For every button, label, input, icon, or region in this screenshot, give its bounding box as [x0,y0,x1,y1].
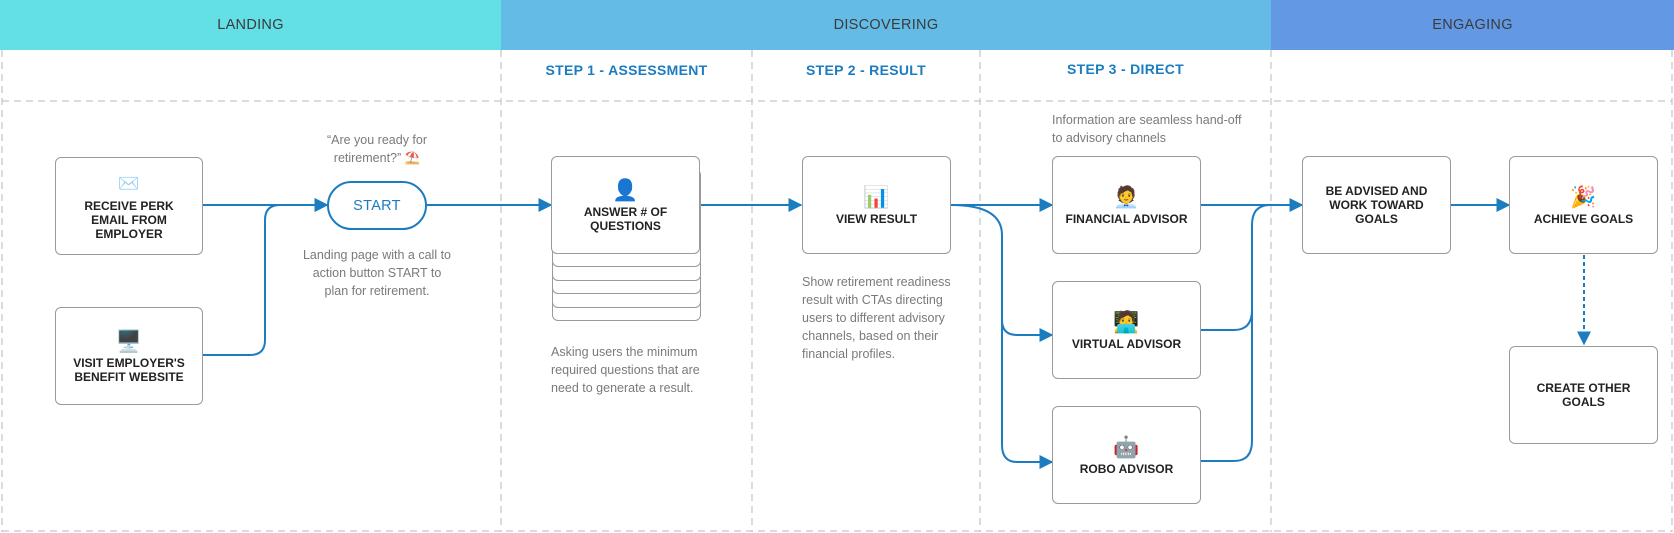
node-label: VISIT EMPLOYER'S BENEFIT WEBSITE [73,355,185,384]
node-label: ROBO ADVISOR [1079,461,1174,476]
node-label: BE ADVISED AND WORK TOWARD GOALS [1325,184,1428,226]
node-label: ANSWER # OF QUESTIONS [583,204,668,233]
flow-arrows [203,198,1591,469]
band-discovering: DISCOVERING [501,0,1271,50]
node-answer-questions[interactable]: 👤 ANSWER # OF QUESTIONS [551,156,700,254]
node-visit-benefit-website[interactable]: 🖥️ VISIT EMPLOYER'S BENEFIT WEBSITE [55,307,203,405]
note-assessment: Asking users the minimum required questi… [551,345,700,395]
arrow-robo-to-advised [1201,300,1253,462]
note-handoff: Information are seamless hand-off to adv… [1052,113,1242,145]
node-view-result[interactable]: 📊 VIEW RESULT [802,156,951,254]
node-label: ACHIEVE GOALS [1533,211,1634,226]
party-popper-icon: 🎉 [1570,184,1597,209]
node-receive-perk-email[interactable]: ✉️ RECEIVE PERK EMAIL FROM EMPLOYER [55,157,203,255]
technologist-icon: 🧑‍💻 [1113,309,1140,334]
node-achieve-goals[interactable]: 🎉 ACHIEVE GOALS [1509,156,1658,254]
node-label: VIRTUAL ADVISOR [1071,336,1182,351]
office-worker-icon: 🧑‍💼 [1113,184,1140,209]
arrow-result-to-virtual [950,204,1054,342]
band-engaging: ENGAGING [1271,0,1674,50]
node-be-advised[interactable]: BE ADVISED AND WORK TOWARD GOALS [1302,156,1451,254]
node-robo-advisor[interactable]: 🤖 ROBO ADVISOR [1052,406,1201,504]
note-start-question: “Are you ready for retirement?” ⛱️ [326,133,428,165]
bar-chart-icon: 📊 [863,184,890,209]
arrow-website-to-start [203,198,329,356]
node-label: CREATE OTHER GOALS [1536,381,1631,409]
step3-heading: STEP 3 - DIRECT [1066,61,1185,77]
person-icon: 👤 [612,177,639,202]
node-label: RECEIVE PERK EMAIL FROM EMPLOYER [84,198,174,241]
robot-icon: 🤖 [1113,434,1140,459]
node-financial-advisor[interactable]: 🧑‍💼 FINANCIAL ADVISOR [1052,156,1201,254]
step2-heading: STEP 2 - RESULT [806,62,926,78]
envelope-icon: ✉️ [118,173,140,194]
node-label: VIEW RESULT [835,211,918,226]
step1-heading: STEP 1 - ASSESSMENT [545,62,708,78]
node-label: FINANCIAL ADVISOR [1065,211,1188,226]
note-result: Show retirement readiness result with CT… [802,275,951,361]
note-landing-page: Landing page with a call to action butto… [302,248,452,298]
arrow-result-to-robo [1001,300,1054,469]
band-landing: LANDING [0,0,501,50]
start-button[interactable]: START [327,181,427,230]
node-create-other-goals[interactable]: CREATE OTHER GOALS [1509,346,1658,444]
grid-lines [1,50,1673,532]
node-virtual-advisor[interactable]: 🧑‍💻 VIRTUAL ADVISOR [1052,281,1201,379]
arrow-virtual-to-advised [1201,204,1271,331]
computer-icon: 🖥️ [115,328,143,353]
